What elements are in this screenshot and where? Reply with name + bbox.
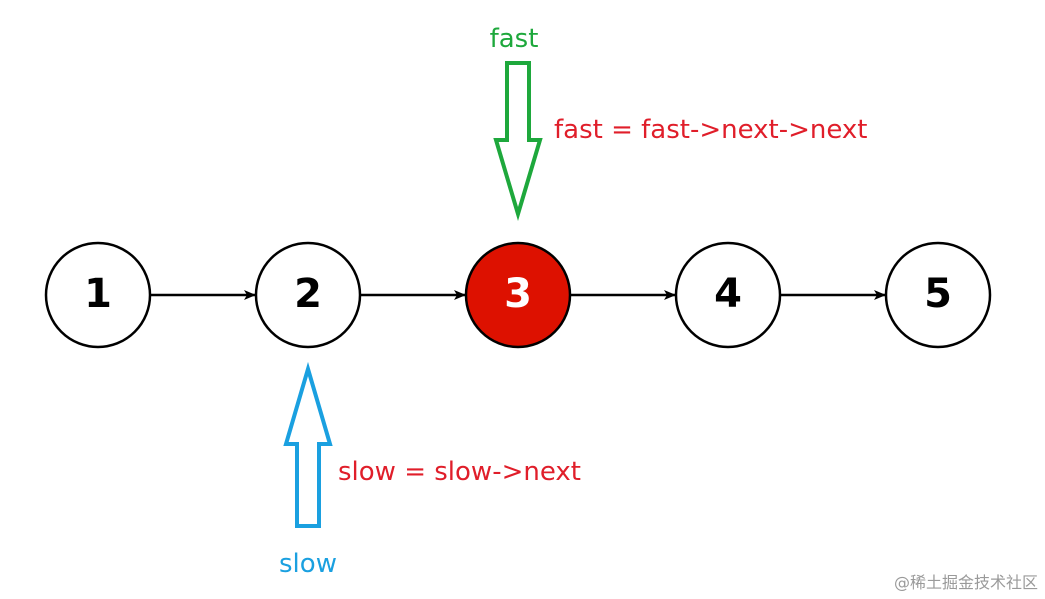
node-circle — [44, 241, 152, 349]
node-circle — [674, 241, 782, 349]
node-label: 1 — [84, 271, 112, 317]
node-label: 5 — [924, 271, 952, 317]
slow-update-code: slow = slow->next — [338, 457, 581, 487]
slow-up-arrow — [283, 361, 333, 528]
node-circle — [884, 241, 992, 349]
node-circle — [254, 241, 362, 349]
slow-pointer: slow = slow->next slow — [279, 361, 581, 579]
fast-down-arrow — [493, 61, 543, 222]
fast-pointer: fast fast = fast->next->next — [490, 24, 868, 222]
list-node-5: 5 — [884, 241, 992, 349]
node-label: 3 — [504, 271, 532, 317]
list-node-2: 2 — [254, 241, 362, 349]
fast-pointer-label: fast — [490, 24, 539, 54]
list-node-4: 4 — [674, 241, 782, 349]
list-node-1: 1 — [44, 241, 152, 349]
nodes-group: 1 2 3 4 5 — [44, 241, 992, 349]
node-label: 4 — [714, 271, 742, 317]
node-circle — [464, 241, 572, 349]
node-label: 2 — [294, 271, 322, 317]
list-node-3: 3 — [464, 241, 572, 349]
fast-update-code: fast = fast->next->next — [554, 115, 868, 145]
watermark-text: @稀土掘金技术社区 — [894, 573, 1038, 592]
slow-pointer-label: slow — [279, 549, 337, 579]
